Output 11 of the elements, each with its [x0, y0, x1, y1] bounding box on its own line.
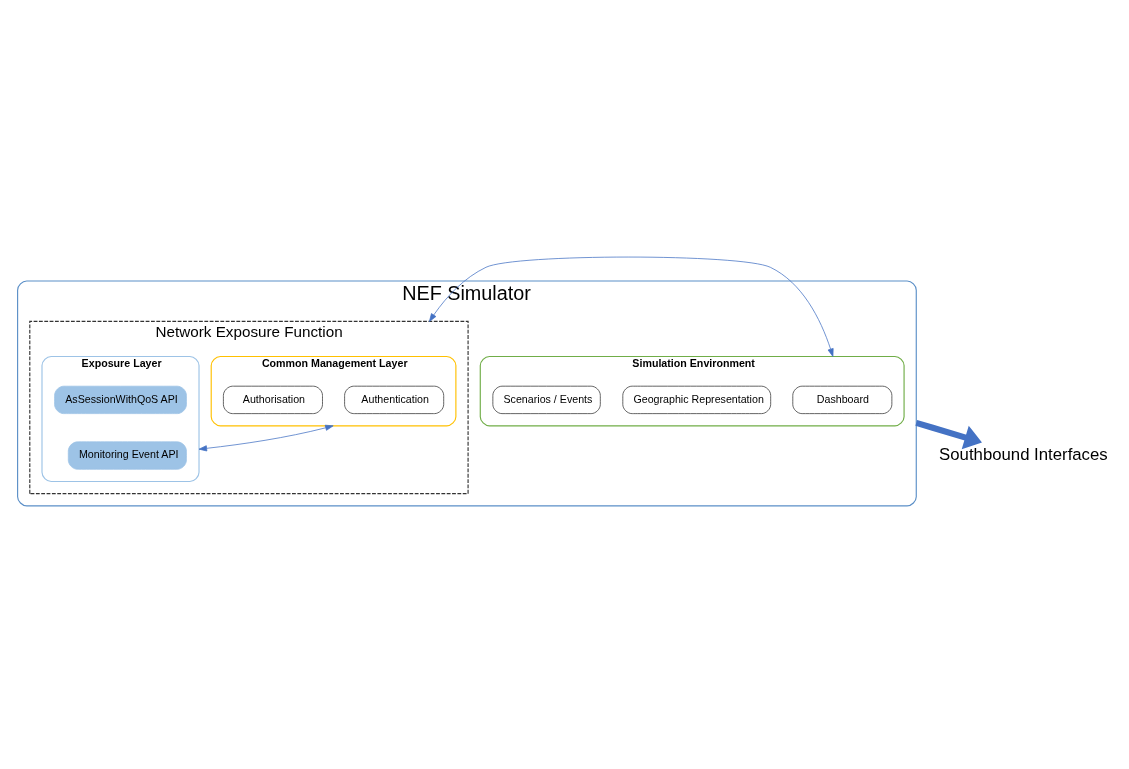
- node-box: Monitoring Event API: [67, 441, 187, 470]
- node-box: Scenarios / Events: [492, 385, 601, 414]
- node-box: AsSessionWithQoS API: [54, 385, 187, 414]
- arrow: [915, 419, 982, 450]
- arrow: [198, 424, 334, 452]
- node-box: Geographic Representation: [622, 385, 772, 414]
- node-text: Southbound Interfaces: [939, 444, 1108, 464]
- node-box: Authorisation: [223, 385, 323, 414]
- node-box: Dashboard: [792, 385, 893, 414]
- arrow: [429, 256, 834, 357]
- node-box: Authentication: [344, 385, 445, 414]
